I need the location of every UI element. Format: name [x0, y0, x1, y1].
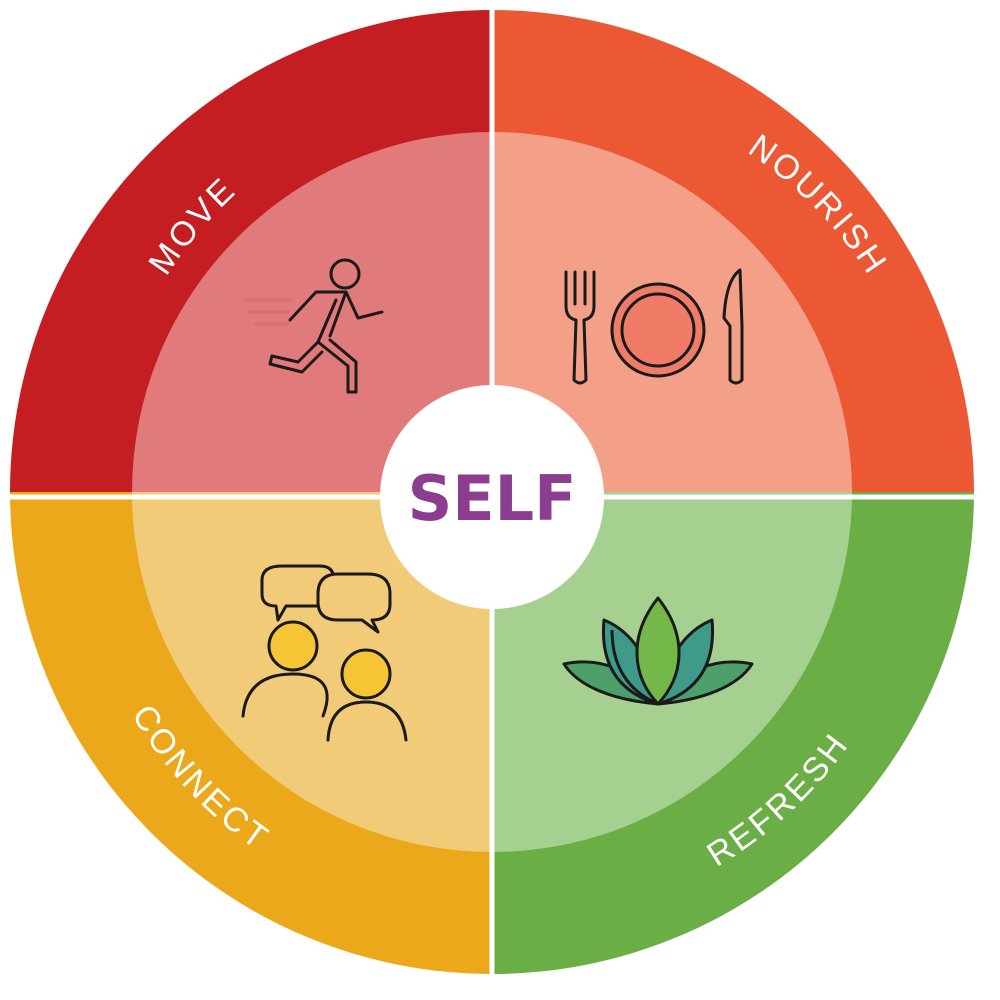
center-circle [380, 385, 604, 609]
lotus-icon [562, 596, 754, 706]
people-chat-icon [241, 564, 408, 742]
center-label: SELF [408, 462, 577, 535]
connect-inner-segment [132, 492, 492, 852]
plate-fork-knife-icon [564, 268, 744, 385]
running-person-icon [244, 258, 384, 394]
move-inner-segment [132, 132, 492, 492]
